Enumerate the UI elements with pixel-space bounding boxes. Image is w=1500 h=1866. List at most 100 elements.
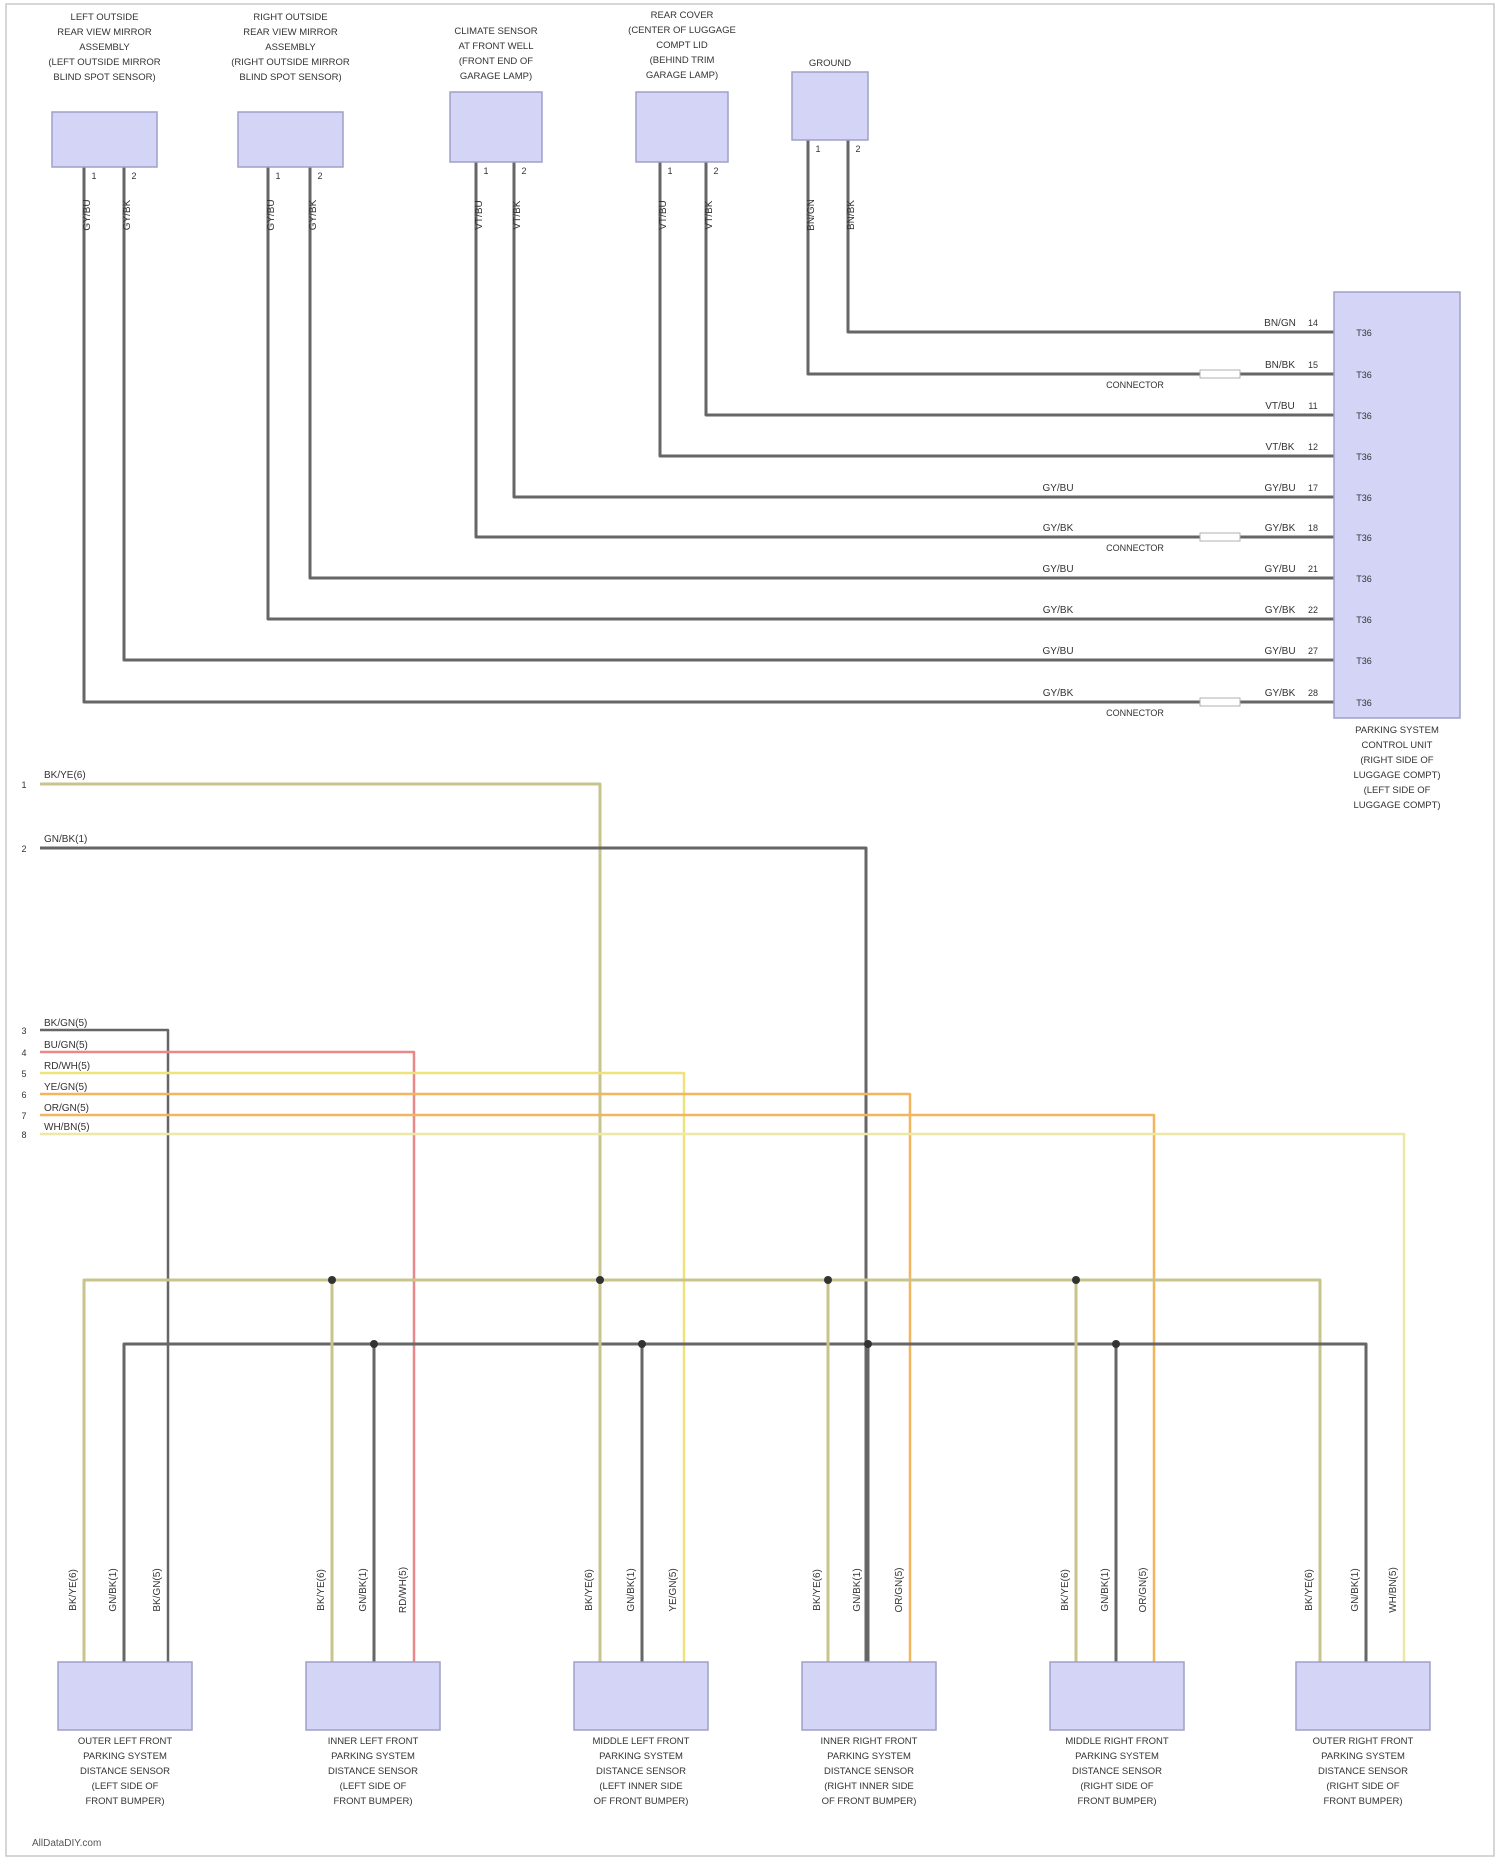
control-unit-caption-line-3: (RIGHT SIDE OF	[1360, 755, 1433, 766]
sensor-5-caption-line-2: PARKING SYSTEM	[1075, 1751, 1159, 1762]
top-component-5-wire-a-label: BN/GN	[806, 199, 817, 231]
top-component-4-caption-line-4: (BEHIND TRIM	[650, 55, 715, 66]
cu-wire-label-8: GY/BK	[1265, 605, 1296, 616]
cu-wire-label-7: GY/BU	[1264, 564, 1295, 575]
cu-pin-number-7: 21	[1308, 564, 1318, 574]
top-component-3-caption-line-3: (FRONT END OF	[459, 56, 533, 67]
top-component-2-pin-b: 2	[317, 171, 322, 181]
control-unit-caption-line-2: CONTROL UNIT	[1362, 740, 1433, 751]
top-component-1-pin-a: 1	[91, 171, 96, 181]
signal-line-4	[40, 1094, 910, 1662]
signal-line-1-number: 3	[21, 1026, 26, 1036]
sensor-4-caption-line-5: OF FRONT BUMPER)	[822, 1796, 917, 1807]
cu-wire-label-9: GY/BU	[1264, 646, 1295, 657]
cu-pin-number-6: 18	[1308, 523, 1318, 533]
mid-wire-label-9: GY/BU	[1042, 646, 1073, 657]
top-component-5-pin-a: 1	[815, 144, 820, 154]
sensor-1-caption-line-2: PARKING SYSTEM	[83, 1751, 167, 1762]
signal-line-2-number: 4	[21, 1048, 26, 1058]
sensor-1-caption-line-4: (LEFT SIDE OF	[92, 1781, 159, 1792]
splice-label-2: CONNECTOR	[1106, 543, 1164, 553]
sensor-4-wire-b-label: GN/BK(1)	[852, 1568, 863, 1611]
ground-splice-3	[824, 1276, 832, 1284]
cu-wire-label-5: GY/BU	[1264, 483, 1295, 494]
mid-wire-label-6: GY/BK	[1043, 523, 1074, 534]
sensor-6-caption-line-4: (RIGHT SIDE OF	[1326, 1781, 1399, 1792]
top-component-3-caption-line-4: GARAGE LAMP)	[460, 71, 532, 82]
top-component-4-pin-a: 1	[667, 166, 672, 176]
top-component-2-caption-line-3: ASSEMBLY	[265, 42, 316, 53]
cu-pin-number-3: 11	[1308, 401, 1317, 411]
top-component-4-caption-line-5: GARAGE LAMP)	[646, 70, 718, 81]
signal-line-3-label: RD/WH(5)	[44, 1061, 90, 1072]
top-component-3-block	[450, 92, 542, 162]
top-component-2-caption-line-1: RIGHT OUTSIDE	[253, 12, 327, 23]
top-component-5-pin-b: 2	[855, 144, 860, 154]
top-component-3-caption-line-2: AT FRONT WELL	[459, 41, 534, 52]
splice-label-1: CONNECTOR	[1106, 380, 1164, 390]
cu-wire-label-2: BN/BK	[1265, 360, 1295, 371]
harness-wire-2	[808, 140, 1334, 374]
sensor-1-caption-line-3: DISTANCE SENSOR	[80, 1766, 170, 1777]
signal-line-5-number: 7	[21, 1111, 26, 1121]
top-component-2-pin-a: 1	[275, 171, 280, 181]
sensor-5-wire-a-label: BK/YE(6)	[1060, 1569, 1071, 1611]
sensor-4-block	[802, 1662, 936, 1730]
sensor-6-caption-line-1: OUTER RIGHT FRONT	[1313, 1736, 1414, 1747]
sensor-5-caption-line-5: FRONT BUMPER)	[1078, 1796, 1157, 1807]
sensor-3-caption-line-5: OF FRONT BUMPER)	[594, 1796, 689, 1807]
cu-pin-number-5: 17	[1308, 483, 1318, 493]
sensor-6-wire-a-label: BK/YE(6)	[1304, 1569, 1315, 1611]
signal-line-2-label: BU/GN(5)	[44, 1040, 88, 1051]
cu-pin-7: T36	[1356, 574, 1372, 584]
top-component-5-block	[792, 72, 868, 140]
signal-line-6-number: 8	[21, 1130, 26, 1140]
sensor-6-block	[1296, 1662, 1430, 1730]
sensor-1-wire-a-label: BK/YE(6)	[68, 1569, 79, 1611]
sensor-2-wire-c-label: RD/WH(5)	[398, 1567, 409, 1613]
sensor-5-caption-line-4: (RIGHT SIDE OF	[1080, 1781, 1153, 1792]
sensor-4-caption-line-2: PARKING SYSTEM	[827, 1751, 911, 1762]
sensor-1-caption-line-1: OUTER LEFT FRONT	[78, 1736, 172, 1747]
bus-line-2-label: GN/BK(1)	[44, 834, 87, 845]
harness-wire-1	[848, 140, 1334, 332]
top-component-4-caption-line-3: COMPT LID	[656, 40, 708, 51]
sensor-3-wire-b-label: GN/BK(1)	[626, 1568, 637, 1611]
sensor-5-block	[1050, 1662, 1184, 1730]
sensor-4-caption-line-3: DISTANCE SENSOR	[824, 1766, 914, 1777]
cu-wire-label-4: VT/BK	[1266, 442, 1295, 453]
sensor-6-wire-b-label: GN/BK(1)	[1350, 1568, 1361, 1611]
cu-pin-9: T36	[1356, 656, 1372, 666]
top-component-4-caption-line-1: REAR COVER	[651, 10, 714, 21]
top-component-1-caption-line-4: (LEFT OUTSIDE MIRROR	[48, 57, 160, 68]
harness-wire-4	[660, 162, 1334, 456]
cu-wire-label-6: GY/BK	[1265, 523, 1296, 534]
signal-line-5-label: OR/GN(5)	[44, 1103, 89, 1114]
mid-wire-label-7: GY/BU	[1042, 564, 1073, 575]
top-component-1-caption-line-5: BLIND SPOT SENSOR)	[53, 72, 155, 83]
sensor-5-caption-line-1: MIDDLE RIGHT FRONT	[1065, 1736, 1168, 1747]
sensor-4-caption-line-1: INNER RIGHT FRONT	[821, 1736, 918, 1747]
footer-note: AllDataDIY.com	[32, 1838, 101, 1849]
cu-pin-number-8: 22	[1308, 605, 1318, 615]
top-component-1-pin-b: 2	[131, 171, 136, 181]
diagram-border	[6, 4, 1494, 1856]
top-component-1-caption-line-2: REAR VIEW MIRROR	[57, 27, 152, 38]
cu-pin-number-1: 14	[1308, 318, 1318, 328]
sensor-3-caption-line-1: MIDDLE LEFT FRONT	[593, 1736, 690, 1747]
sensor-6-caption-line-5: FRONT BUMPER)	[1324, 1796, 1403, 1807]
signal-line-1-label: BK/GN(5)	[44, 1018, 87, 1029]
top-component-2-caption-line-2: REAR VIEW MIRROR	[243, 27, 338, 38]
ground-distribution-bus	[84, 1280, 1320, 1662]
sensor-3-wire-c-label: YE/GN(5)	[668, 1568, 679, 1611]
top-component-5-wire-b-label: BN/BK	[846, 200, 857, 230]
sensor-2-caption-line-5: FRONT BUMPER)	[334, 1796, 413, 1807]
wires-layer	[40, 140, 1404, 1662]
sensor-3-wire-a-label: BK/YE(6)	[584, 1569, 595, 1611]
signal-splice-2	[638, 1340, 646, 1348]
mid-wire-label-5: GY/BU	[1042, 483, 1073, 494]
signal-line-6-label: WH/BN(5)	[44, 1122, 90, 1133]
cu-pin-6: T36	[1356, 533, 1372, 543]
sensor-2-caption-line-3: DISTANCE SENSOR	[328, 1766, 418, 1777]
